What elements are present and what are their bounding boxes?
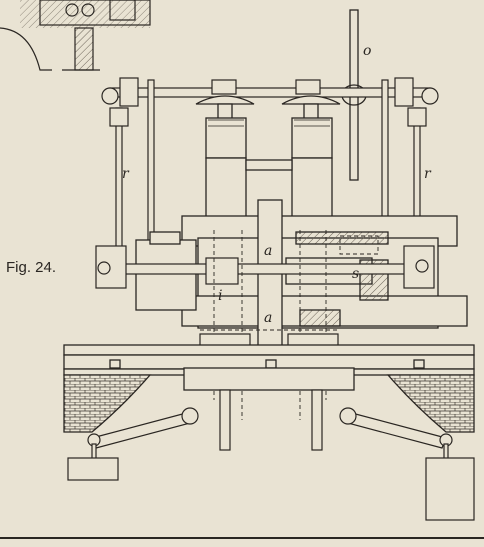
label-s: s — [352, 266, 359, 282]
label-o: o — [363, 43, 371, 59]
main-housing — [135, 199, 468, 351]
previous-figure-fragment — [0, 0, 151, 71]
label-a-lower: a — [264, 310, 272, 326]
figure-caption: Fig. 24. — [6, 259, 56, 276]
label-i: i — [218, 288, 222, 304]
cross-shaft — [95, 245, 435, 289]
label-r-left: r — [122, 166, 130, 182]
spindle-columns — [205, 103, 333, 223]
label-r-right: r — [424, 166, 432, 182]
base-bed — [63, 344, 475, 433]
top-shaft — [101, 77, 439, 107]
label-a-upper: a — [264, 243, 272, 259]
lever-linkage — [67, 389, 475, 521]
